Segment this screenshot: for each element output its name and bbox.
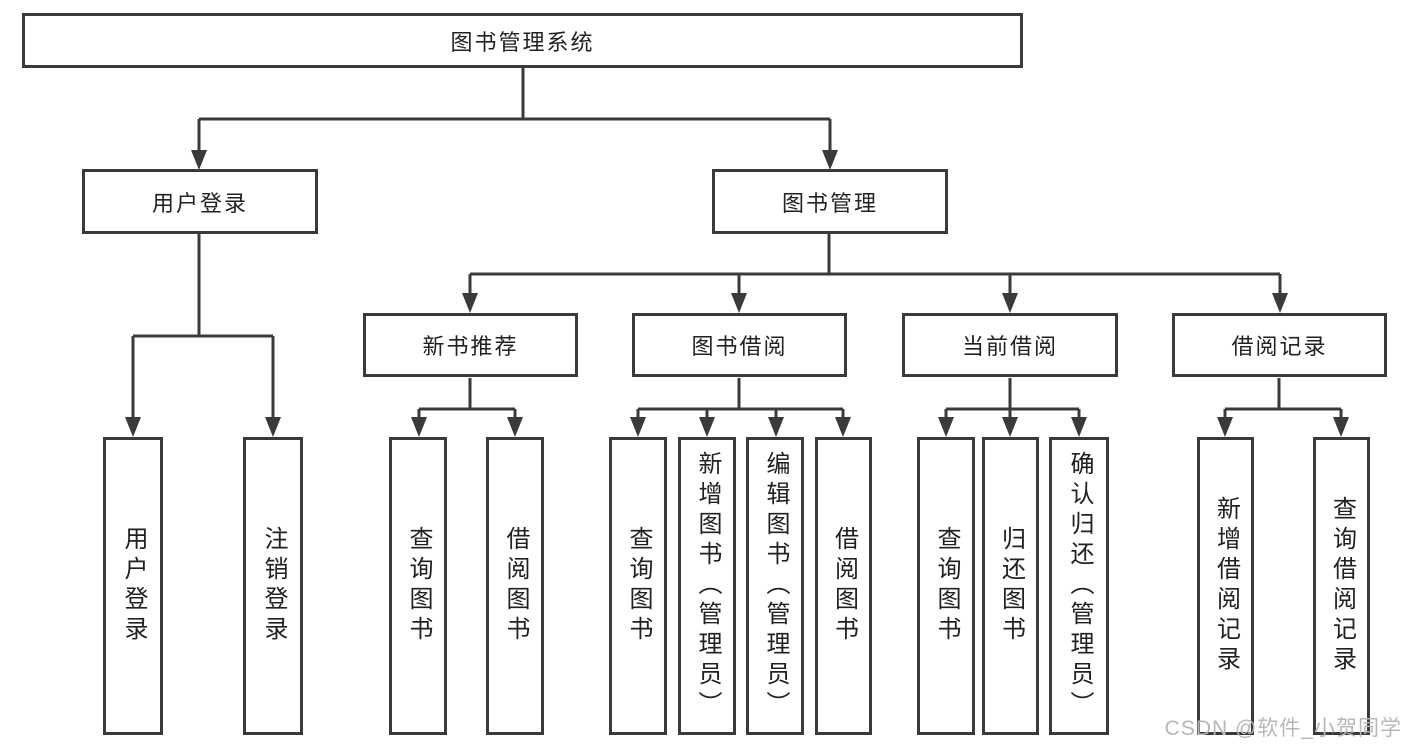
leaf-confirm-return-admin: 确认归还（管理员） — [1049, 437, 1109, 735]
leaf-query-books-current-label: 查询图书 — [933, 526, 960, 646]
node-borrow-records: 借阅记录 — [1172, 313, 1387, 377]
leaf-return-book-label: 归还图书 — [997, 526, 1025, 646]
leaf-user-login-label: 用户登录 — [120, 526, 147, 646]
arrowheads — [125, 150, 1349, 437]
leaf-query-borrow-record-label: 查询借阅记录 — [1328, 496, 1356, 676]
node-book-borrow: 图书借阅 — [632, 313, 847, 377]
node-root: 图书管理系统 — [22, 13, 1023, 68]
leaf-add-book-admin: 新增图书（管理员） — [678, 437, 736, 735]
leaf-query-books-current: 查询图书 — [917, 437, 975, 735]
leaf-query-books-recommend-label: 查询图书 — [405, 526, 432, 646]
node-current-borrow-label: 当前借阅 — [961, 334, 1058, 359]
leaf-query-books-borrow: 查询图书 — [609, 437, 667, 735]
leaf-confirm-return-admin-label: 确认归还（管理员） — [1066, 451, 1093, 721]
leaf-logout: 注销登录 — [243, 437, 303, 735]
leaf-borrow-book: 借阅图书 — [815, 437, 872, 735]
node-current-borrow: 当前借阅 — [902, 313, 1118, 377]
leaf-query-borrow-record: 查询借阅记录 — [1313, 437, 1370, 735]
leaf-add-borrow-record-label: 新增借阅记录 — [1212, 496, 1240, 676]
node-book-management-label: 图书管理 — [781, 190, 878, 216]
leaf-user-login: 用户登录 — [103, 437, 163, 735]
node-root-label: 图书管理系统 — [450, 29, 595, 55]
leaf-add-borrow-record: 新增借阅记录 — [1197, 437, 1254, 735]
leaf-logout-label: 注销登录 — [260, 526, 287, 646]
leaf-add-book-admin-label: 新增图书（管理员） — [694, 451, 721, 721]
watermark-text: CSDN @软件_小贺同学 — [1164, 717, 1402, 740]
leaf-edit-book-admin-label: 编辑图书（管理员） — [762, 451, 789, 721]
node-borrow-records-label: 借阅记录 — [1231, 334, 1328, 359]
node-user-login-label: 用户登录 — [151, 190, 248, 216]
leaf-borrow-book-label: 借阅图书 — [830, 526, 858, 646]
leaf-borrow-books-recommend: 借阅图书 — [486, 437, 544, 735]
leaf-query-books-borrow-label: 查询图书 — [625, 526, 652, 646]
node-new-book-recommend: 新书推荐 — [363, 313, 578, 377]
node-new-book-recommend-label: 新书推荐 — [422, 334, 519, 359]
leaf-return-book: 归还图书 — [982, 437, 1039, 735]
node-book-management: 图书管理 — [712, 169, 948, 234]
node-user-login: 用户登录 — [82, 169, 318, 234]
leaf-edit-book-admin: 编辑图书（管理员） — [746, 437, 804, 735]
node-book-borrow-label: 图书借阅 — [691, 334, 788, 359]
leaf-borrow-books-recommend-label: 借阅图书 — [502, 526, 529, 646]
leaf-query-books-recommend: 查询图书 — [389, 437, 447, 735]
